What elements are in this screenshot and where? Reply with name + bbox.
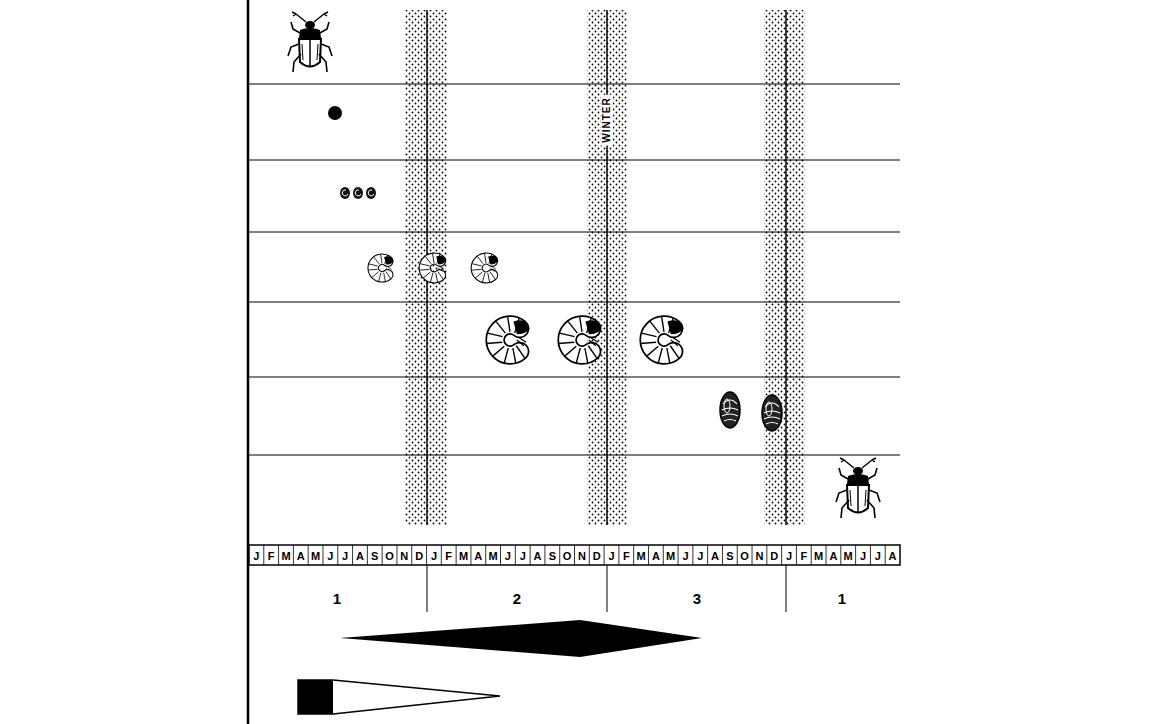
month-divider (308, 545, 309, 565)
month-divider (263, 545, 264, 565)
month-label: M (459, 551, 468, 562)
month-divider (663, 545, 664, 565)
month-divider (648, 545, 649, 565)
season-label: WINTER (601, 94, 613, 145)
month-divider (322, 545, 323, 565)
month-label: J (697, 551, 703, 562)
month-divider (530, 545, 531, 565)
month-label: A (474, 551, 482, 562)
month-label: A (356, 551, 364, 562)
month-label: N (400, 551, 408, 562)
month-divider (278, 545, 279, 565)
month-divider (811, 545, 812, 565)
month-divider (470, 545, 471, 565)
month-divider (352, 545, 353, 565)
month-divider (604, 545, 605, 565)
month-divider (781, 545, 782, 565)
month-label: J (860, 551, 866, 562)
month-label: S (549, 551, 556, 562)
month-divider (840, 545, 841, 565)
month-label: J (253, 551, 259, 562)
month-label: M (281, 551, 290, 562)
month-label: O (563, 551, 572, 562)
month-label: J (786, 551, 792, 562)
month-label: D (770, 551, 778, 562)
year-number: 3 (693, 591, 701, 606)
month-divider (337, 545, 338, 565)
month-label: M (311, 551, 320, 562)
month-label: F (445, 551, 452, 562)
month-divider (796, 545, 797, 565)
month-label: J (505, 551, 511, 562)
month-label: N (578, 551, 586, 562)
month-label: J (342, 551, 348, 562)
month-label: J (431, 551, 437, 562)
month-divider (559, 545, 560, 565)
month-divider (855, 545, 856, 565)
month-label: A (829, 551, 837, 562)
month-label: J (327, 551, 333, 562)
month-label: D (415, 551, 423, 562)
month-label: J (520, 551, 526, 562)
month-label: D (593, 551, 601, 562)
month-label: F (268, 551, 275, 562)
month-label: A (711, 551, 719, 562)
month-divider (456, 545, 457, 565)
month-label: O (385, 551, 394, 562)
month-label: A (297, 551, 305, 562)
month-label: M (666, 551, 675, 562)
month-divider (707, 545, 708, 565)
year-number: 2 (513, 591, 521, 606)
month-divider (382, 545, 383, 565)
month-divider (722, 545, 723, 565)
month-divider (633, 545, 634, 565)
month-divider (441, 545, 442, 565)
month-divider (485, 545, 486, 565)
month-label: A (534, 551, 542, 562)
month-divider (500, 545, 501, 565)
month-label: J (608, 551, 614, 562)
month-divider (544, 545, 545, 565)
month-label: M (844, 551, 853, 562)
month-divider (737, 545, 738, 565)
month-label: F (623, 551, 630, 562)
month-divider (515, 545, 516, 565)
month-divider (411, 545, 412, 565)
month-divider (752, 545, 753, 565)
month-label: M (636, 551, 645, 562)
month-label: S (726, 551, 733, 562)
month-divider (885, 545, 886, 565)
month-label: M (814, 551, 823, 562)
year-number: 1 (333, 591, 341, 606)
month-label: F (800, 551, 807, 562)
month-divider (678, 545, 679, 565)
month-label: S (371, 551, 378, 562)
month-divider (692, 545, 693, 565)
month-divider (589, 545, 590, 565)
month-divider (367, 545, 368, 565)
month-label: M (489, 551, 498, 562)
month-divider (396, 545, 397, 565)
month-divider (870, 545, 871, 565)
month-divider (766, 545, 767, 565)
month-label: J (682, 551, 688, 562)
month-divider (574, 545, 575, 565)
month-label: A (889, 551, 897, 562)
month-divider (826, 545, 827, 565)
month-label: O (740, 551, 749, 562)
month-divider (618, 545, 619, 565)
month-divider (426, 545, 427, 565)
month-label: J (875, 551, 881, 562)
month-label: A (652, 551, 660, 562)
year-number: 1 (838, 591, 846, 606)
month-label: N (755, 551, 763, 562)
month-divider (293, 545, 294, 565)
